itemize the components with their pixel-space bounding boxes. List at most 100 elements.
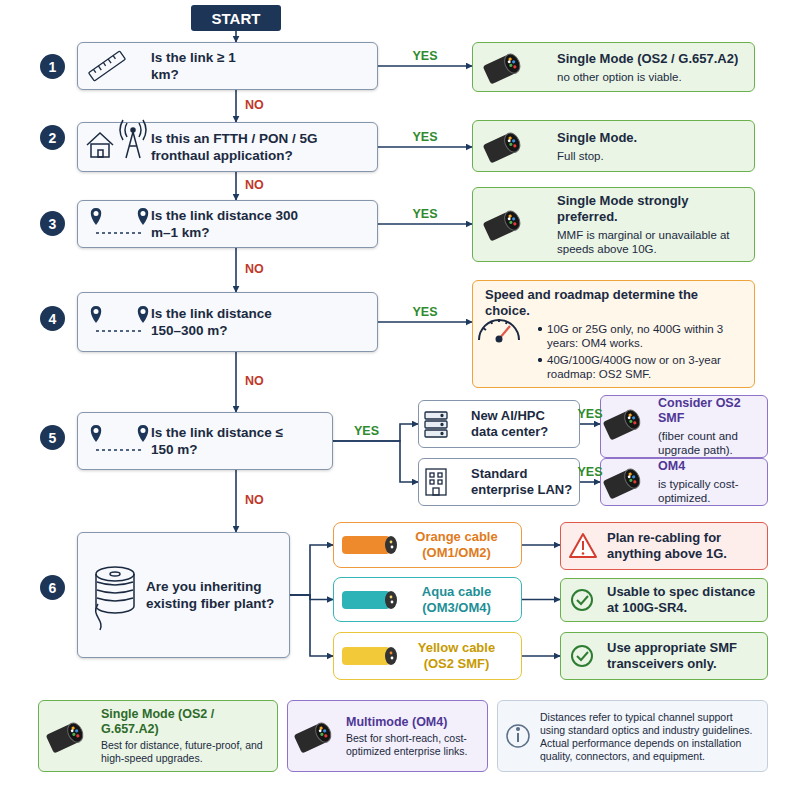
- node-body: 40G/100G/400G now or on 3-year roadmap: …: [537, 353, 746, 381]
- node-body: (OM3/OM4): [422, 600, 491, 616]
- node-body: (OM1/OM2): [422, 545, 491, 561]
- step-number: 6: [40, 575, 65, 600]
- edge-label: NO: [245, 262, 264, 276]
- node-title: New AI/HPC data center?: [471, 408, 573, 440]
- flow-connector: [235, 352, 237, 412]
- edge-label: NO: [245, 98, 264, 112]
- node-title: Use appropriate SMF transceivers only.: [607, 640, 759, 672]
- result-box: Single Mode (OS2 / G.657.A2) no other opt…: [472, 42, 755, 92]
- flow-connector: [290, 545, 333, 595]
- node-title: 1: [49, 59, 57, 75]
- node-title: Orange cable: [415, 529, 497, 545]
- node-title: Is this an FTTH / PON / 5G fronthaul app…: [151, 130, 346, 164]
- flow-connector: [333, 441, 418, 482]
- cable-option-box: Orange cable(OM1/OM2): [333, 522, 522, 568]
- flow-connector: [378, 321, 472, 323]
- sub-decision-box: Standard enterprise LAN?: [418, 458, 580, 506]
- node-title: 3: [49, 216, 57, 232]
- edge-label: YES: [354, 424, 379, 438]
- result-box: OM4 is typically cost-optimized.: [600, 458, 768, 506]
- edge-label: YES: [412, 207, 437, 221]
- flow-connector: [235, 172, 237, 200]
- flow-connector: [580, 481, 600, 483]
- node-title: Are you inheriting existing fiber plant?: [146, 578, 283, 612]
- node-body: (fiber count and upgrade path).: [658, 429, 761, 457]
- node-title: Plan re-cabling for anything above 1G.: [607, 530, 759, 562]
- step-number: 4: [40, 306, 65, 331]
- start-box: START: [191, 5, 281, 31]
- edge-label: NO: [245, 493, 264, 507]
- decision-box: Is the link distance ≤ 150 m?: [77, 412, 333, 470]
- node-title: Is the link ≥ 1 km?: [151, 49, 261, 83]
- node-body: Full stop.: [557, 149, 746, 163]
- result-box: Usable to spec distance at 100G-SR4.: [560, 578, 768, 622]
- flow-connector: [235, 248, 237, 292]
- edge-label: YES: [412, 305, 437, 319]
- node-title: Standard enterprise LAN?: [471, 466, 573, 498]
- node-body: (OS2 SMF): [424, 656, 490, 672]
- node-title: Single Mode.: [557, 130, 746, 146]
- node-title: Is the link distance 300 m–1 km?: [151, 207, 301, 241]
- flow-connector: [235, 470, 237, 532]
- result-box: Single Mode. Full stop.: [472, 120, 755, 172]
- node-title: Consider OS2 SMF: [658, 396, 761, 426]
- flow-connector: [235, 90, 237, 122]
- cable-option-box: Aqua cable(OM3/OM4): [333, 577, 522, 622]
- decision-box: Is the link distance 150–300 m?: [77, 292, 378, 352]
- guidance-box: Speed and roadmap determine the choice. 1…: [472, 280, 755, 388]
- edge-label: NO: [245, 178, 264, 192]
- flow-connector: [333, 424, 418, 441]
- node-title: Is the link distance 150–300 m?: [151, 305, 301, 339]
- node-body: Best for short-reach, cost-optimized ent…: [346, 732, 479, 758]
- flow-connector: [378, 65, 472, 67]
- node-title: Multimode (OM4): [346, 715, 479, 730]
- edge-label: NO: [245, 374, 264, 388]
- flow-connector: [378, 146, 472, 148]
- node-title: Single Mode (OS2 / G.657.A2): [101, 707, 269, 737]
- step-number: 3: [40, 211, 65, 236]
- node-title: 6: [49, 580, 57, 596]
- flow-connector: [522, 599, 560, 601]
- flow-connector: [522, 544, 560, 546]
- node-title: Usable to spec distance at 100G-SR4.: [607, 584, 759, 616]
- warning-box: Plan re-cabling for anything above 1G.: [560, 522, 768, 570]
- node-title: Speed and roadmap determine the choice.: [485, 287, 715, 319]
- node-title: 2: [49, 130, 57, 146]
- node-title: START: [212, 10, 261, 27]
- step-number: 5: [40, 425, 65, 450]
- node-body: is typically cost-optimized.: [658, 477, 761, 505]
- node-body: no other option is viable.: [557, 70, 746, 84]
- node-body: Best for distance, future-proof, and hig…: [101, 739, 269, 765]
- cable-option-box: Yellow cable(OS2 SMF): [333, 632, 522, 680]
- step-number: 2: [40, 125, 65, 150]
- node-title: Is the link distance ≤ 150 m?: [151, 424, 301, 458]
- edge-label: YES: [412, 130, 437, 144]
- node-title: 4: [49, 311, 57, 327]
- node-body: 10G or 25G only, no 400G within 3 years:…: [537, 322, 746, 350]
- sub-decision-box: New AI/HPC data center?: [418, 400, 580, 448]
- edge-label: YES: [577, 407, 602, 421]
- decision-box: Is the link ≥ 1 km?: [77, 42, 378, 90]
- decision-box: Are you inheriting existing fiber plant?: [77, 532, 290, 658]
- node-title: OM4: [658, 459, 761, 474]
- result-box: Consider OS2 SMF (fiber count and upgrade…: [600, 395, 768, 458]
- node-title: Single Mode (OS2 / G.657.A2): [557, 51, 746, 67]
- key-box: Multimode (OM4) Best for short-reach, cos…: [287, 700, 488, 772]
- result-box: Use appropriate SMF transceivers only.: [560, 632, 768, 680]
- step-number: 1: [40, 54, 65, 79]
- key-box: Single Mode (OS2 / G.657.A2)Best for dis…: [38, 700, 278, 772]
- decision-box: Is the link distance 300 m–1 km?: [77, 200, 378, 248]
- flow-connector: [580, 423, 600, 425]
- edge-label: YES: [412, 49, 437, 63]
- node-body: MMF is marginal or unavailable at speeds…: [557, 228, 737, 256]
- flow-connector: [522, 655, 560, 657]
- node-title: 5: [49, 430, 57, 446]
- flow-connector: [378, 223, 472, 225]
- node-title: Single Mode strongly preferred.: [557, 193, 697, 225]
- flow-connector: [235, 31, 237, 42]
- node-title: Yellow cable: [418, 640, 495, 656]
- node-title: Distances refer to typical channel suppo…: [540, 711, 759, 763]
- note-box: Distances refer to typical channel suppo…: [497, 700, 768, 772]
- flow-connector: [290, 595, 333, 656]
